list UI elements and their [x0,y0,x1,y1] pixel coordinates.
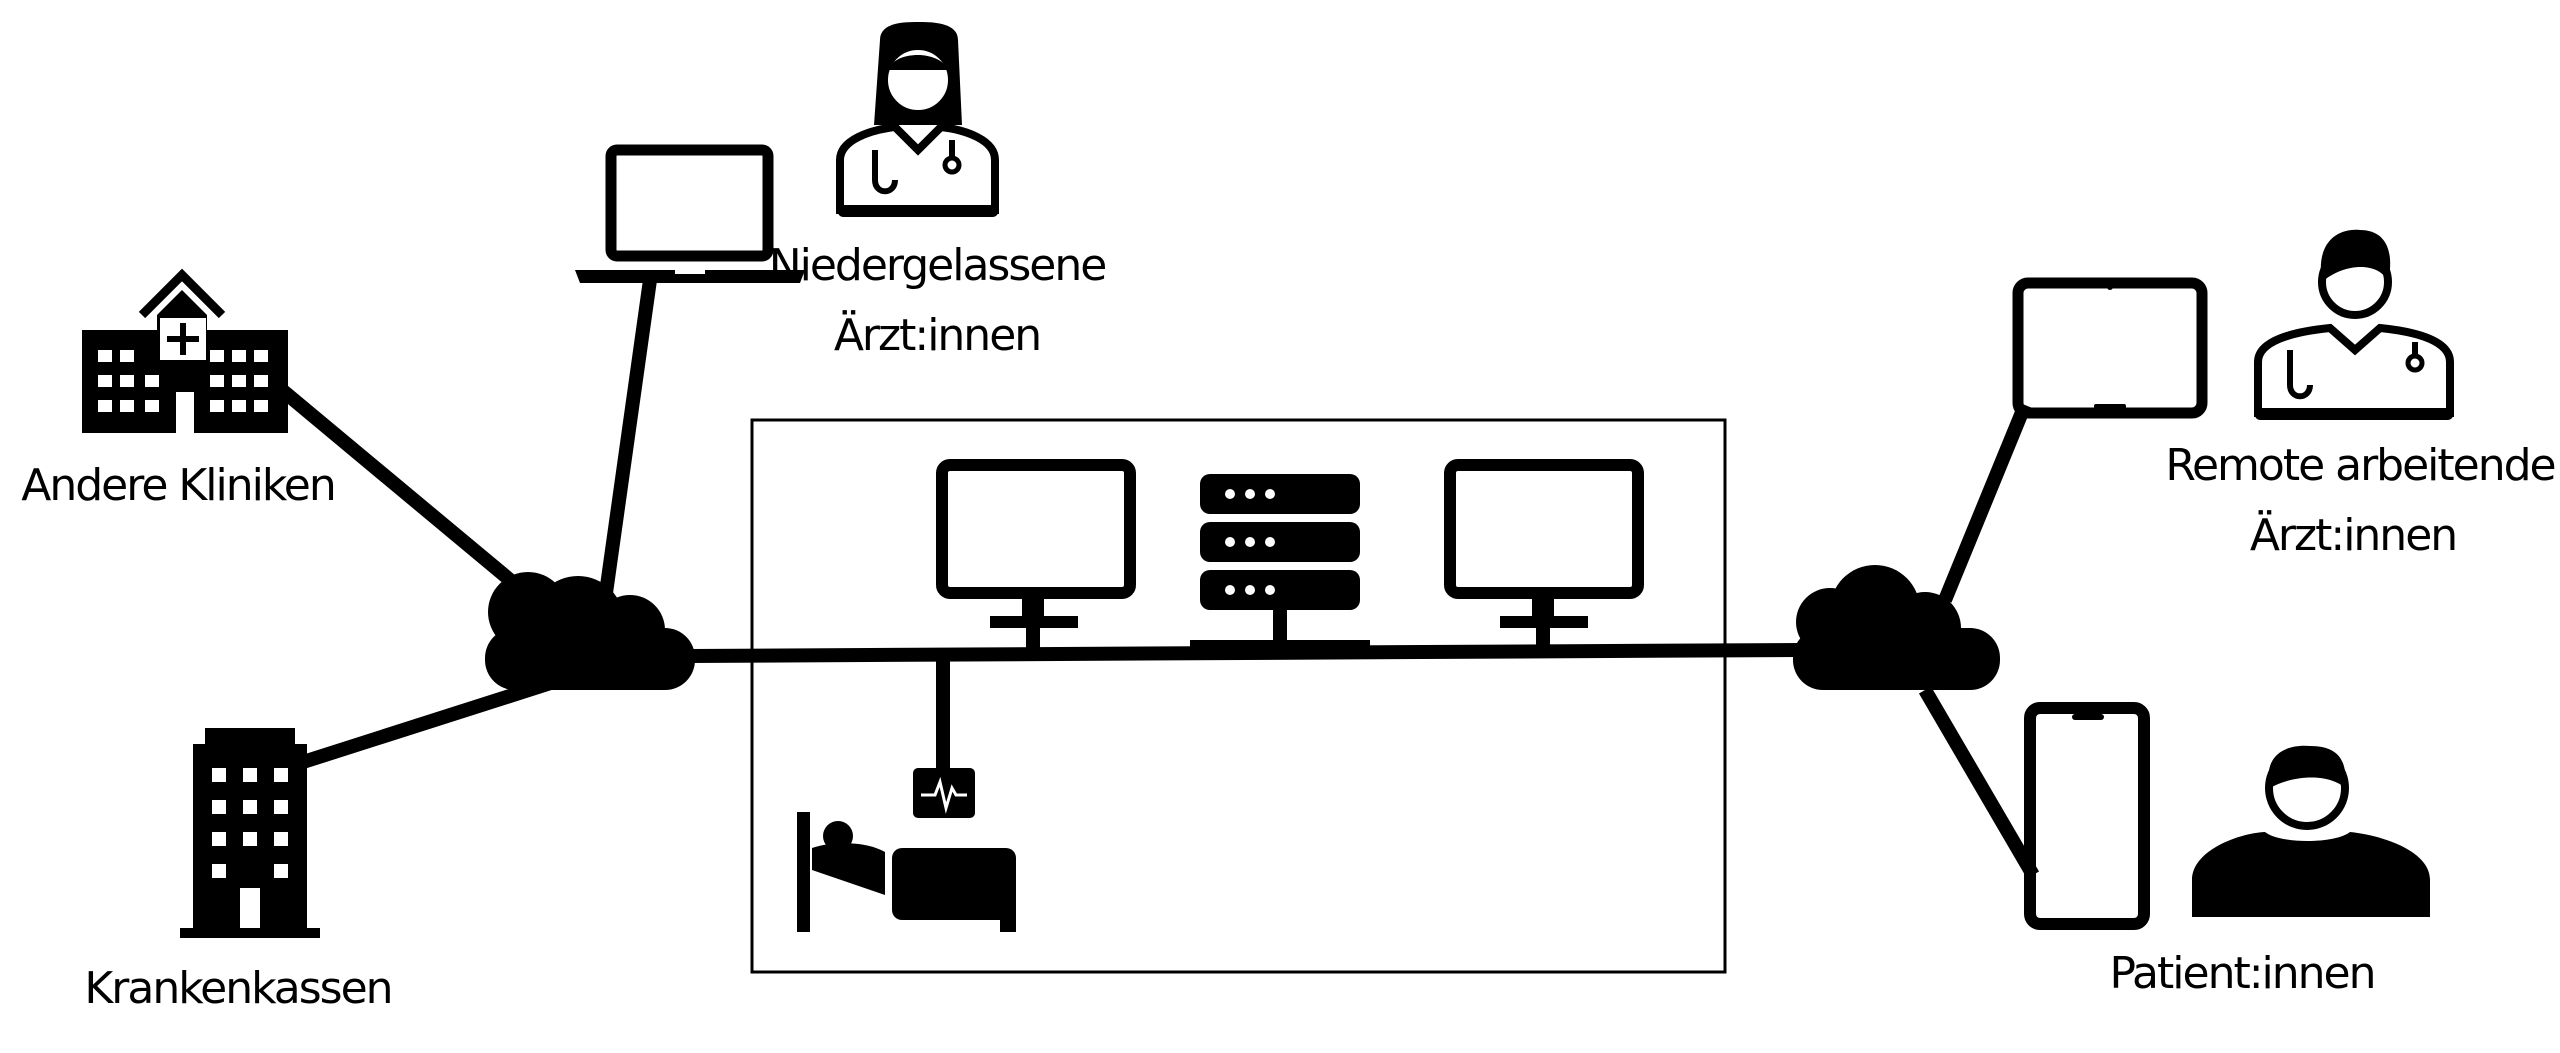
female-doctor-icon [836,22,999,217]
cloud-icon-right [1793,565,2000,690]
vital-signs-monitor-icon [913,768,975,818]
link-tablet-cloud [1938,402,2032,603]
label-andere-kliniken: Andere Kliniken [21,460,334,511]
monitor-icon-right [1444,459,1644,654]
monitor-icon-left [936,459,1136,654]
tablet-icon [2012,277,2208,419]
link-office-cloud [297,673,563,770]
patient-person-icon [2192,745,2430,917]
male-doctor-icon [2254,229,2454,420]
smartphone-icon [2024,702,2150,930]
link-backbone [689,643,1801,663]
label-remote-line1: Remote arbeitende [2165,440,2554,491]
link-hospital-cloud [277,384,545,611]
cloud-icon-left [485,572,695,690]
patient-bed-icon [797,812,1016,932]
label-remote-line2: Ärzt:innen [2250,509,2456,561]
label-krankenkassen: Krankenkassen [84,963,391,1014]
connections [277,279,2040,879]
hospital-system-frame [750,418,1727,974]
label-niedergelassene-line2: Ärzt:innen [834,309,1040,361]
link-phone-cloud [1918,686,2040,879]
laptop-icon [575,144,805,283]
office-building-icon [180,728,320,938]
label-patienten: Patient:innen [2110,948,2375,999]
link-laptop-cloud [598,279,657,601]
label-niedergelassene-line1: Niedergelassene [769,240,1106,291]
hospital-icon [82,268,288,433]
server-icon [1190,474,1370,652]
